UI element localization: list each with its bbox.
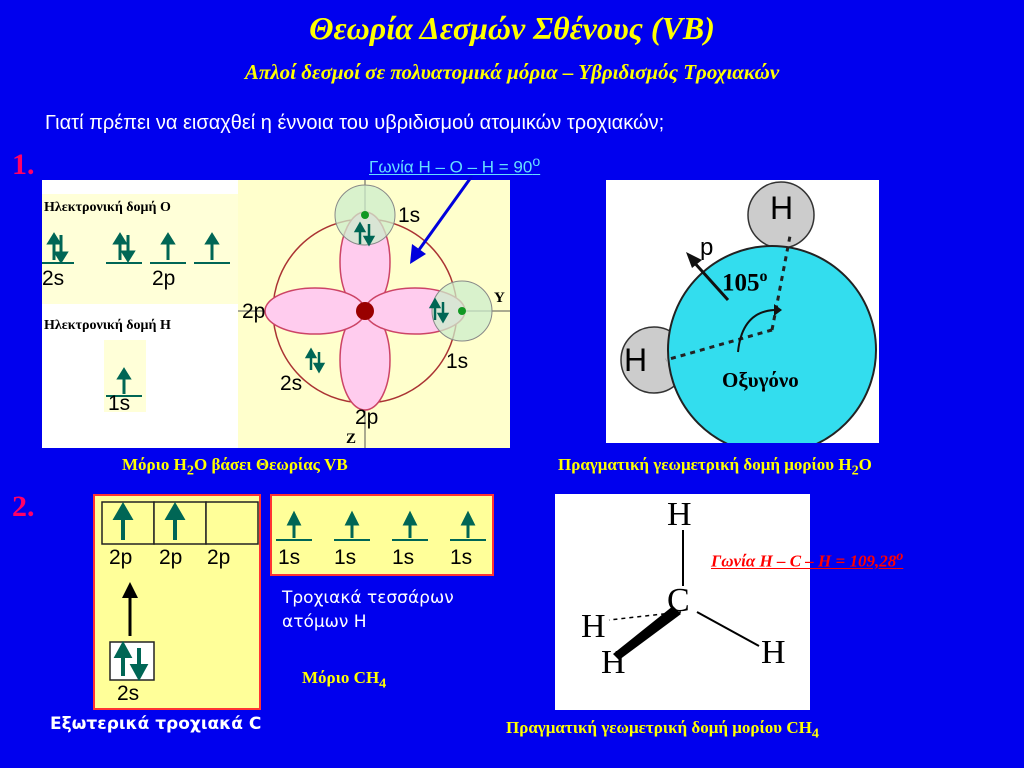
h-orbitals-text-line1: Τροχιακά τεσσάρων — [282, 588, 454, 608]
carbon-orbitals-panel: 2p 2p 2p 2s — [93, 494, 261, 710]
diagram-1s-right-label: 1s — [446, 350, 469, 373]
ch4-c-center: C — [667, 582, 690, 619]
angle-label-h2o[interactable]: Γωνία H – O – H = 90o — [369, 154, 541, 177]
diagram-2p-bottom-label: 2p — [355, 406, 379, 429]
p-label: p — [700, 234, 714, 261]
H-1s-label-4: 1s — [450, 546, 473, 569]
C-2p-label-1: 2p — [109, 546, 133, 569]
pointer-arrow — [410, 175, 474, 264]
ch4-h-top: H — [667, 496, 692, 533]
electron-structure-O-heading: Ηλεκτρονική δομή O — [44, 200, 171, 215]
page-title: Θεωρία Δεσμών Σθένους (VB) — [309, 10, 715, 46]
H-1s-label-2: 1s — [334, 546, 357, 569]
oxygen-label: Οξυγόνο — [722, 368, 799, 392]
h-orbitals-description: Τροχιακά τεσσάρων ατόμων H — [282, 586, 454, 634]
diagram-2s-label: 2s — [280, 372, 303, 395]
H-1s-label-3: 1s — [392, 546, 415, 569]
caption-h2o-real: Πραγματική γεωμετρική δομή μορίου H2O — [558, 455, 872, 479]
electron-structure-H-heading: Ηλεκτρονική δομή H — [44, 318, 171, 333]
angle-105: 105o — [722, 268, 768, 297]
section-number-1: 1. — [12, 148, 35, 181]
page-subtitle: Απλοί δεσμοί σε πολυατομικά μόρια – Υβρι… — [244, 60, 780, 84]
caption-ch4-real: Πραγματική γεωμετρική δομή μορίου CH4 — [506, 718, 819, 742]
H-1s-label-1: 1s — [278, 546, 301, 569]
ch4-h-left: H — [581, 608, 606, 645]
carbon-orbitals-svg — [101, 501, 259, 682]
C-2p-label-3: 2p — [207, 546, 231, 569]
H-1s-label: 1s — [108, 392, 131, 415]
h-top-atom: H — [770, 190, 794, 226]
z-axis-label: Z — [346, 431, 357, 447]
ch4-geometry-panel: H C H H H — [555, 494, 810, 710]
h-left-atom: H — [624, 342, 648, 378]
C-2p-label-2: 2p — [159, 546, 183, 569]
outer-carbon-orbitals-label: Εξωτερικά τροχιακά C — [50, 714, 262, 734]
question-text: Γιατί πρέπει να εισαχθεί η έννοια του υβ… — [45, 112, 665, 134]
h2o-vb-diagram-svg — [42, 180, 510, 448]
y-axis-label: Y — [494, 290, 505, 306]
section-number-2: 2. — [12, 490, 35, 523]
diagram-1s-top-label: 1s — [398, 204, 421, 227]
O-2p-label: 2p — [152, 267, 176, 290]
ch4-geometry-svg — [608, 530, 760, 660]
h-orbitals-svg — [276, 510, 486, 541]
h2o-geometry-panel: H H p 105o Οξυγόνο — [606, 180, 879, 455]
diagram-2p-left-label: 2p — [242, 300, 266, 323]
h-orbitals-text-line2: ατόμων H — [282, 612, 367, 632]
ch4-h-right: H — [761, 634, 786, 671]
h2o-vb-diagram: Ηλεκτρονική δομή O Ηλεκτρονική δομή H 2s… — [42, 180, 510, 448]
angle-label-ch4[interactable]: Γωνία H – C – H = 109,28o — [711, 548, 904, 571]
h-orbitals-panel: 1s 1s 1s 1s — [270, 494, 494, 576]
caption-h2o-vb: Μόριο H2O βάσει Θεωρίας VB — [122, 455, 348, 479]
h2o-geometry-svg — [620, 181, 877, 455]
C-2s-label: 2s — [117, 682, 140, 705]
ch4-h-left-low: H — [601, 644, 626, 681]
O-2s-label: 2s — [42, 267, 65, 290]
ch4-molecule-label: Μόριο CH4 — [302, 668, 387, 692]
